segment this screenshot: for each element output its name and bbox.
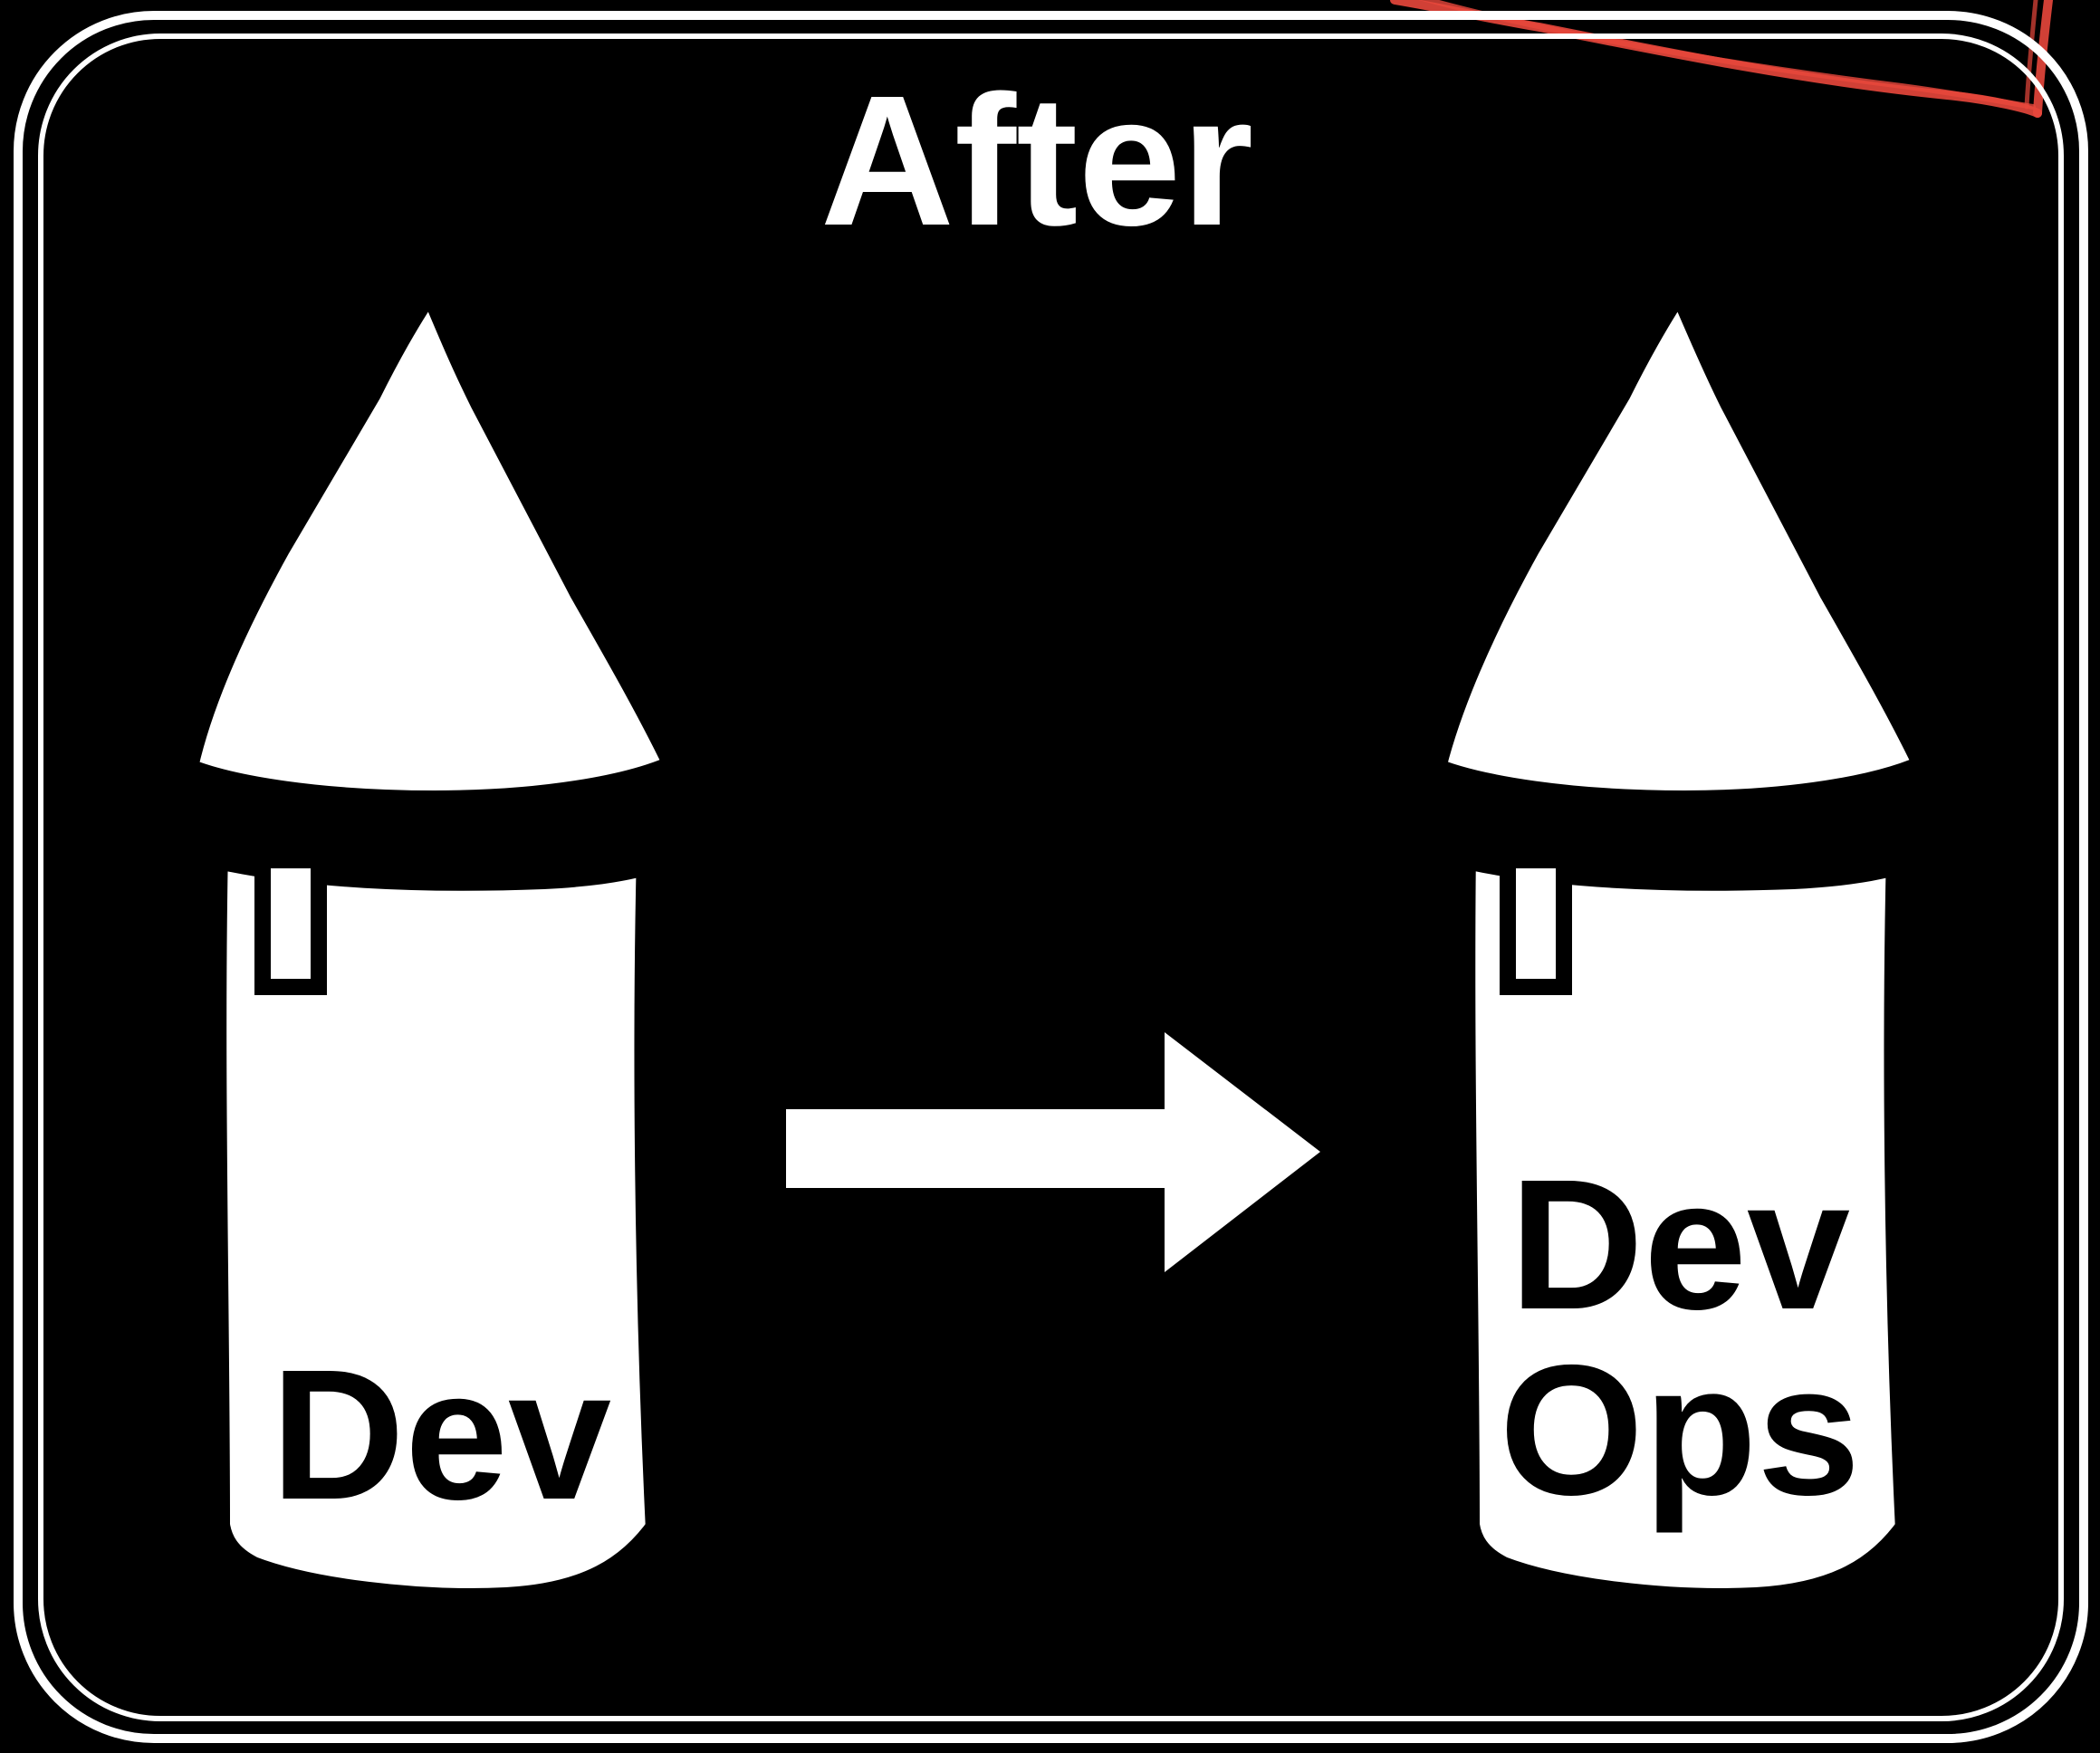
rocket-label-dev: Dev [1510,1141,1850,1348]
rocket-body [187,827,686,1628]
frame-outer [14,11,2088,1743]
rocket-tab [254,852,327,995]
rocket-label-ops: Ops [1500,1327,1861,1534]
rocket-collar [1423,800,1935,866]
rocket-tab [1500,852,1572,995]
rocket-label-dev: Dev [271,1331,611,1538]
diagram-title: After [820,57,1253,264]
rocket-icon: Dev [157,252,706,1628]
rocket-nose-cone [1405,252,1956,830]
frame-inner [38,34,2064,1721]
rocket-icon: Dev Ops [1405,252,1956,1628]
arrow-right-icon [786,1032,1320,1272]
rocket-collar [175,800,686,866]
rocket-body [1435,827,1935,1628]
rocket-nose-cone [157,252,706,830]
